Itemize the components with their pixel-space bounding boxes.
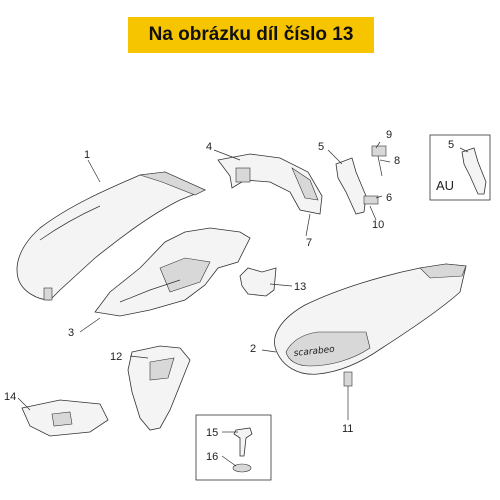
callout-11: 11 <box>342 423 353 435</box>
callout-4: 4 <box>206 141 212 153</box>
callout-5: 5 <box>318 141 324 153</box>
brand-decal: scarabeo <box>293 345 335 359</box>
title-banner: Na obrázku díl číslo 13 <box>128 17 374 53</box>
callout-5-au: 5 <box>448 139 454 151</box>
callout-13: 13 <box>294 281 306 293</box>
callout-8: 8 <box>394 155 400 167</box>
callout-9: 9 <box>386 129 392 141</box>
callout-12: 12 <box>110 351 122 363</box>
part-4-rear-fender <box>217 153 323 215</box>
part-2-right-panel <box>274 263 467 387</box>
title-text: Na obrázku díl číslo 13 <box>148 24 354 45</box>
part-12-front-fender <box>127 345 191 431</box>
part-5-latch-assembly <box>335 145 387 215</box>
callout-14: 14 <box>4 391 16 403</box>
part-15-16-bolt <box>195 414 272 481</box>
callout-7: 7 <box>306 237 312 249</box>
leader-lines <box>17 141 469 467</box>
inset-label: AU <box>436 178 454 193</box>
callout-1: 1 <box>84 149 90 161</box>
callout-3: 3 <box>68 327 74 339</box>
callout-6: 6 <box>386 192 392 204</box>
part-14-mat <box>21 399 109 437</box>
part-1-left-panel <box>16 171 207 301</box>
inset-au-box <box>429 134 491 201</box>
part-3-inner-frame <box>94 227 251 317</box>
callout-15: 15 <box>206 427 218 439</box>
callout-16: 16 <box>206 451 218 463</box>
part-13-bracket <box>239 267 277 297</box>
callout-10: 10 <box>372 219 384 231</box>
callout-2: 2 <box>250 343 256 355</box>
